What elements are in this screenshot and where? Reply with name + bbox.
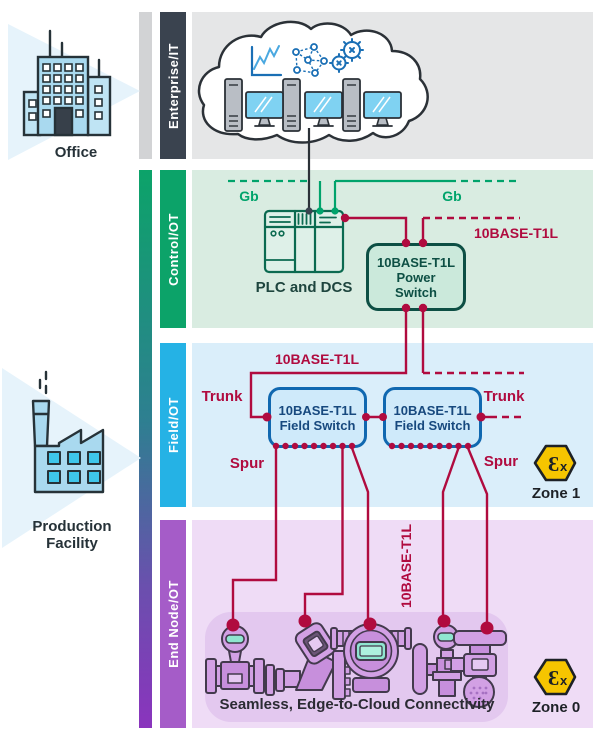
field-switch-2-line2: Field Switch [394,417,471,433]
field-switch-1-line1: 10BASE-T1L [278,402,357,418]
production-facility-label: Production Facility [32,518,111,552]
band-enterprise-label: Enterprise/IT [165,42,181,129]
field-switch-2-line1: 10BASE-T1L [393,402,472,418]
field-switch-2-box: 10BASE-T1L Field Switch [383,387,482,448]
power-switch-line1: 10BASE-T1L [376,254,456,270]
plc-dcs-label: PLC and DCS [255,279,353,296]
power-switch-box: 10BASE-T1L Power Switch [366,243,466,311]
spur-label-left: Spur [229,455,265,472]
production-label-line1: Production [32,518,112,535]
zone0-label: Zone 0 [531,699,581,716]
endnode-caption: Seamless, Edge-to-Cloud Connectivity [219,696,495,713]
office-label: Office [54,144,98,161]
field-switch-1-box: 10BASE-T1L Field Switch [268,387,367,448]
t1l-label-endnode-vertical: 10BASE-T1L [398,523,414,608]
trunk-label-left: Trunk [201,388,243,405]
band-field-ot: Field/OT [160,343,186,507]
power-switch-line3: Switch [395,284,437,300]
band-field-label: Field/OT [165,397,181,453]
t1l-label-control: 10BASE-T1L [473,225,559,241]
enterprise-section-background [192,12,593,159]
zone1-label: Zone 1 [531,485,581,502]
t1l-label-field: 10BASE-T1L [274,351,360,367]
band-endnode-label: End Node/OT [165,580,181,668]
gb-label-left: Gb [239,188,259,204]
power-switch-line2: Power [396,269,436,285]
production-label-line2: Facility [46,535,98,552]
gb-label-right: Gb [442,188,462,204]
band-endnode-ot: End Node/OT [160,520,186,728]
enterprise-edge-strip [139,12,152,159]
office-building-icon [22,29,112,137]
trunk-label-right: Trunk [483,388,525,405]
band-enterprise-it: Enterprise/IT [160,12,186,159]
ot-gradient-strip [139,170,152,728]
band-control-ot: Control/OT [160,170,186,328]
spur-label-right: Spur [483,453,519,470]
factory-icon [31,370,105,494]
field-switch-1-line2: Field Switch [279,417,356,433]
band-control-label: Control/OT [165,212,181,286]
office-backdrop-triangle [8,24,140,160]
